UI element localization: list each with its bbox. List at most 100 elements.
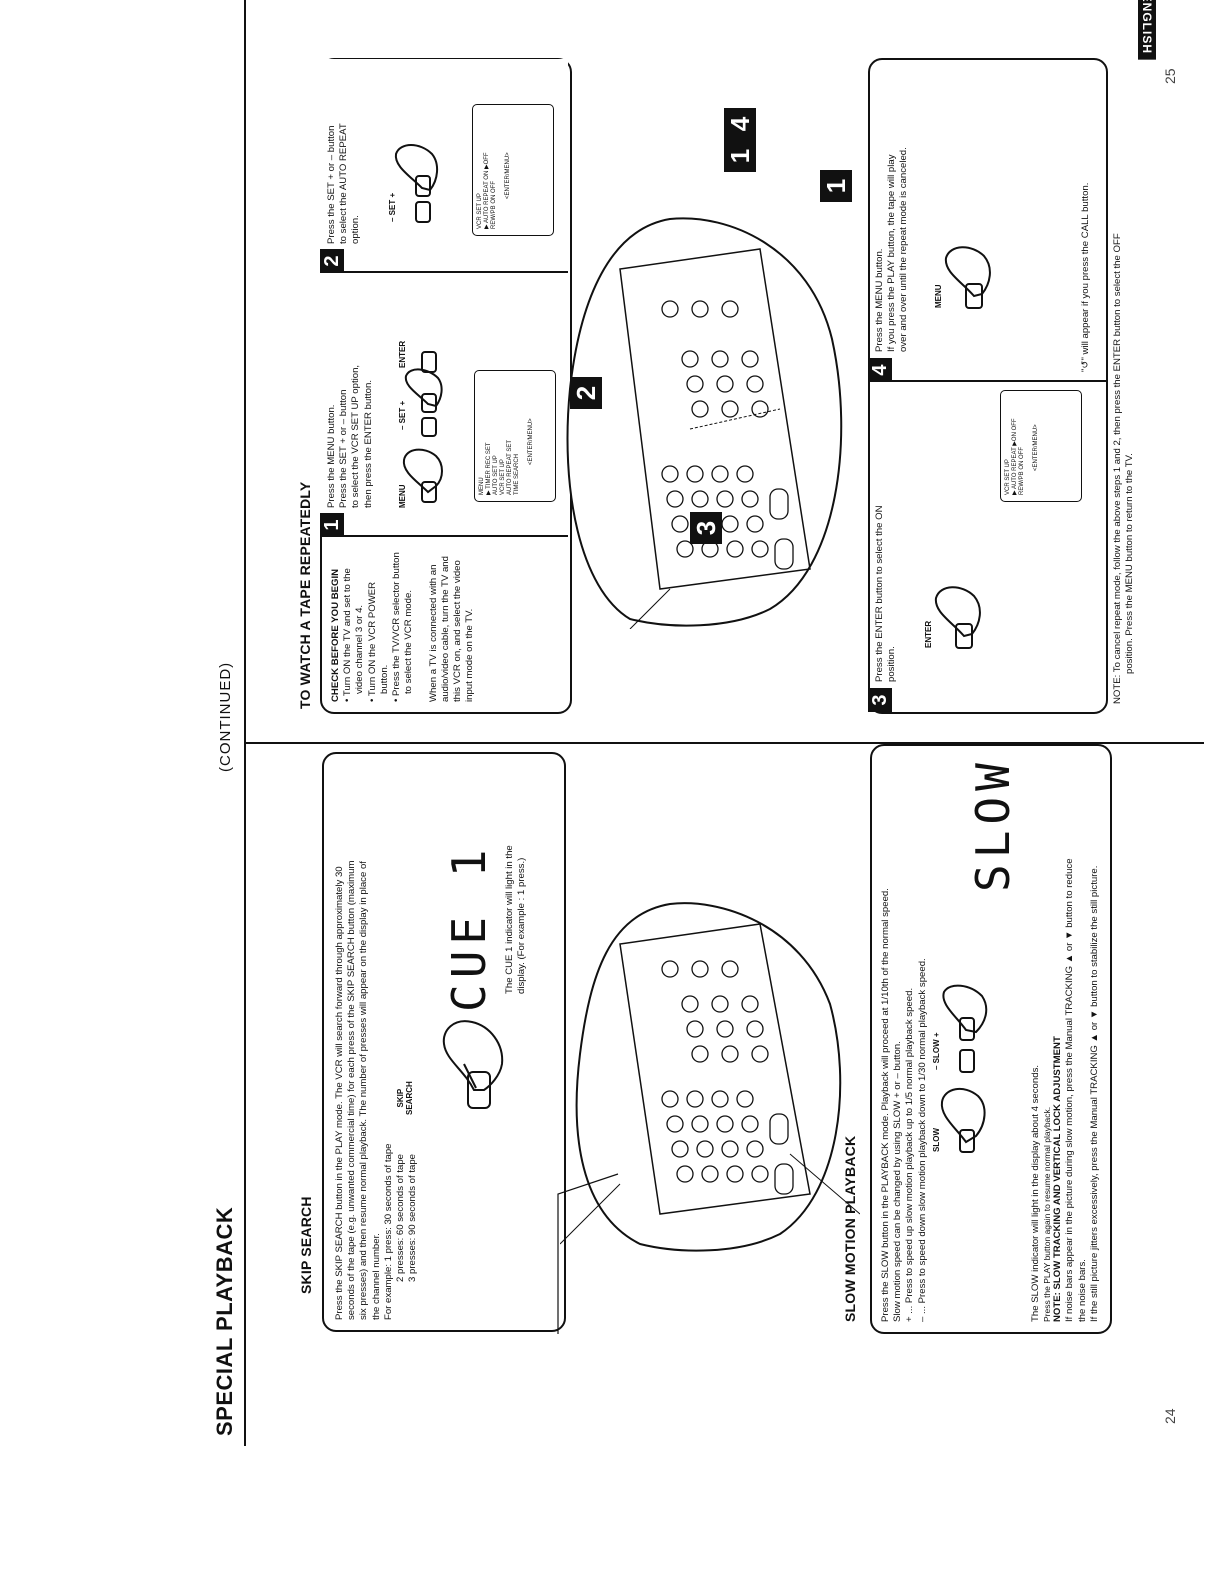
slow-motion-line: Slow motion speed can be changed by usin… [892,1041,904,1322]
callout-2: 2 [570,377,602,409]
step-4-hand-icon [944,246,991,309]
screen-line: ▶ TIMER REC SET [486,442,492,495]
cue-note-line: display. (For example : 1 press.) [516,857,528,994]
slow-buttons-hand-icon [940,984,988,1153]
slow-note-line: If the still picture jitters excessively… [1088,865,1100,1322]
check-line: audio/video cable, turn the TV and [439,556,451,702]
slow-motion-text: Press the SLOW button in the PLAYBACK mo… [880,888,929,1322]
skip-search-line: the channel number. [370,1233,382,1320]
check-line: • Turn ON the TV and set to the [342,568,354,702]
step-4-line: over and over until the repeat mode is c… [898,147,910,352]
step-3-text: Press the ENTER button to select the ON … [874,506,898,683]
slow-motion-heading: SLOW MOTION PLAYBACK [842,1135,858,1322]
check-before-text: CHECK BEFORE YOU BEGIN • Turn ON the TV … [330,552,476,702]
page-number-left: 24 [1162,1408,1178,1424]
call-note: "↺" will appear if you press the CALL bu… [1080,182,1091,372]
step-2-line: option. [350,215,362,244]
screen-line [1026,397,1033,495]
skip-search-heading: SKIP SEARCH [298,1196,314,1294]
check-line: button. [378,664,390,694]
check-line: input mode on the TV. [464,608,476,702]
slow-motion-box: Press the SLOW button in the PLAYBACK mo… [870,744,1112,1334]
check-title: CHECK BEFORE YOU BEGIN [330,568,341,702]
step-1-hands-icon [402,351,443,503]
skip-example-line: For example: 1 press: 30 seconds of tape [382,1143,394,1320]
step-1-screen: MENU ▶ TIMER REC SET AUTO SET UP VCR SET… [474,370,556,502]
slow-note-line: Press the PLAY button again to resume no… [1042,1106,1053,1322]
step-2-line: to select the AUTO REPEAT [338,123,350,244]
screen-line: <ENTER/MENU> [1033,424,1039,471]
header-rule [244,0,246,1446]
check-line: When a TV is connected with an [427,564,439,702]
screen-line: VCR SET UP [477,193,483,229]
repeat-heading: TO WATCH A TAPE REPEATEDLY [297,481,313,709]
slow-note-line: NOTE: SLOW TRACKING AND VERTICAL LOCK AD… [1052,1036,1064,1322]
check-line: • Press the TV/VCR selector button [391,552,403,702]
callout-1b: 1 [820,170,852,202]
step-3-line: position. [886,646,898,682]
screen-line: AUTO SET UP [493,455,499,495]
step-2-screen: VCR SET UP ▶ AUTO REPEAT ON ▶OFF REW/PB … [472,104,554,236]
continued-label: (CONTINUED) [217,661,234,772]
slow-motion-note: The SLOW indicator will light in the dis… [1030,858,1101,1322]
step-1-line: then press the ENTER button. [362,380,374,508]
slow-motion-line: + ... Press to speed up slow motion play… [904,987,916,1322]
step-1-number: 1 [320,513,344,537]
enter-label-1: ENTER [398,340,407,368]
step-4-text: Press the MENU button. If you press the … [874,147,911,352]
check-line: to select the VCR mode. [403,590,415,694]
screen-line: ▶ AUTO REPEAT ▶ON OFF [1012,418,1018,495]
screen-line: TIME SEARCH [514,453,520,495]
page-title: SPECIAL PLAYBACK [212,1206,237,1436]
callout-4: 4 [724,108,756,140]
set-label-2: – SET + [388,192,397,222]
skip-search-hand-icon [442,1020,504,1109]
repeat-steps-box: 3 Press the ENTER button to select the O… [868,58,1108,714]
slow-note-line: If noise bars appear in the picture duri… [1064,858,1076,1322]
slow-display: SLOW [966,757,1020,892]
step-3-line: Press the ENTER button to select the ON [874,505,885,683]
callout-1a: 1 [724,140,756,172]
step-2-hand-icon [394,144,438,223]
page-number-right: 25 [1162,68,1178,84]
slow-note-line: the noise bars. [1076,1259,1088,1322]
step-2-line: Press the SET + or – button [326,125,337,244]
screen-line: <ENTER/MENU> [528,418,534,465]
skip-search-box: Press the SKIP SEARCH button in the PLAY… [322,752,566,1332]
repeat-note: NOTE: To cancel repeat mode, follow the … [1112,233,1136,704]
step-3-number: 3 [868,688,892,712]
remote-control-left [560,902,860,1252]
screen-line: REW/PB ON OFF [491,181,497,229]
check-line: this VCR on, and select the video [452,560,464,702]
remote-control-right [566,217,843,629]
screen-line: REW/PB ON OFF [1019,447,1025,495]
cue-display: CUE 1 [442,843,496,1012]
step-4-line: Press the MENU button. [874,248,885,352]
check-line: video channel 3 or 4. [354,604,366,694]
skip-search-button-label: SKIP SEARCH [396,1081,414,1115]
screen-line: AUTO REPEAT SET [507,439,513,495]
menu-label-4: MENU [934,284,943,308]
screen-line: VCR SET UP [500,459,506,495]
menu-label-1: MENU [398,484,407,508]
callout-line-left [557,1173,619,1334]
step-1-line: Press the MENU button. [326,404,337,508]
slow-button-label: SLOW [932,1128,941,1152]
english-tab: ENGLISH [1138,0,1156,60]
screen-line: MENU [479,477,485,495]
cue-note-line: The CUE 1 indicator will light in the [504,845,515,994]
step-4-number: 4 [868,358,892,382]
repeat-box: CHECK BEFORE YOU BEGIN • Turn ON the TV … [320,58,572,714]
slow-pm-button-label: – SLOW + [932,1032,941,1070]
callout-3: 3 [690,512,722,544]
slow-note-line: The SLOW indicator will light in the dis… [1030,1064,1041,1322]
slow-motion-line: – ... Press to speed down slow motion pl… [916,958,928,1322]
cue-note: The CUE 1 indicator will light in the di… [504,845,528,994]
screen-line [521,377,528,495]
repeat-note-line: position. Press the MENU button to retur… [1124,453,1136,674]
step-4-line: If you press the PLAY button, the tape w… [886,154,898,352]
set-label-1: – SET + [398,400,407,430]
step-1-line: to select the VCR SET UP option, [350,364,362,508]
step-3-hand-icon [934,586,981,649]
